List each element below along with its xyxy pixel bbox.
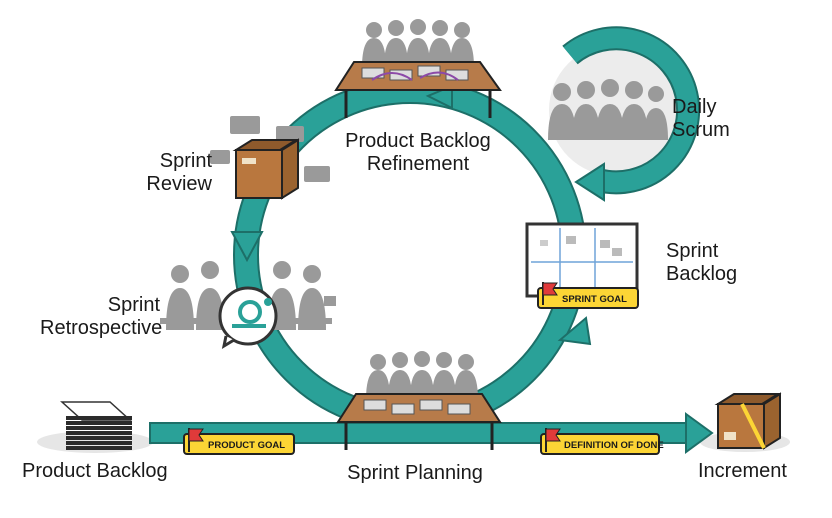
- sprint-backlog-label-line-1: Sprint: [666, 240, 719, 262]
- definition-of-done-text: DEFINITION OF DONE: [564, 440, 664, 451]
- sprint-backlog-label: Sprint Backlog: [666, 240, 737, 286]
- review-box-icon: [232, 138, 300, 200]
- increment-box-icon: [714, 392, 782, 450]
- review-arrowhead: [230, 231, 264, 263]
- sprint-planning-label: Sprint Planning: [347, 462, 483, 484]
- sprint-backlog-label-line-2: Backlog: [666, 263, 738, 285]
- daily-scrum-label-line-1: Daily: [672, 96, 717, 118]
- planning-people-silhouette-icon: [366, 351, 478, 400]
- refinement-label-line-2: Refinement: [366, 153, 470, 175]
- review-speech-bubble-icon: [210, 116, 330, 182]
- sprint-review-label: Sprint Review: [120, 150, 212, 196]
- product-goal-tag: PRODUCT GOAL: [183, 428, 295, 455]
- sprint-retrospective-label-line-1: Sprint: [107, 294, 160, 316]
- definition-of-done-tag: DEFINITION OF DONE: [540, 428, 664, 455]
- daily-scrum-arrowhead: [574, 162, 605, 202]
- refinement-label: Product Backlog Refinement: [330, 130, 506, 176]
- refinement-label-line-1: Product Backlog: [345, 130, 491, 152]
- planning-to-backlog-arrowhead: [557, 316, 592, 346]
- product-backlog-label: Product Backlog: [22, 460, 168, 482]
- sprint-goal-text: SPRINT GOAL: [562, 294, 627, 305]
- daily-scrum-people-silhouette-icon: [548, 79, 668, 140]
- planning-table-icon: [336, 393, 502, 450]
- retrospective-loop-icon: [218, 286, 278, 350]
- daily-scrum-label-line-2: Scrum: [672, 119, 730, 141]
- daily-scrum-label: Daily Scrum: [672, 96, 730, 142]
- refinement-table-icon: [334, 61, 502, 118]
- sprint-retrospective-label-line-2: Retrospective: [40, 317, 163, 339]
- sprint-retrospective-label: Sprint Retrospective: [40, 294, 163, 340]
- product-backlog-paper-stack-icon: [60, 401, 132, 450]
- sprint-review-label-line-1: Sprint: [159, 150, 212, 172]
- increment-label: Increment: [698, 460, 787, 482]
- product-goal-text: PRODUCT GOAL: [208, 440, 285, 451]
- retrospective-people-silhouette-icon: [160, 261, 336, 330]
- refinement-people-silhouette-icon: [362, 19, 474, 68]
- sprint-review-label-line-2: Review: [146, 173, 212, 195]
- sprint-goal-tag: SPRINT GOAL: [537, 282, 639, 309]
